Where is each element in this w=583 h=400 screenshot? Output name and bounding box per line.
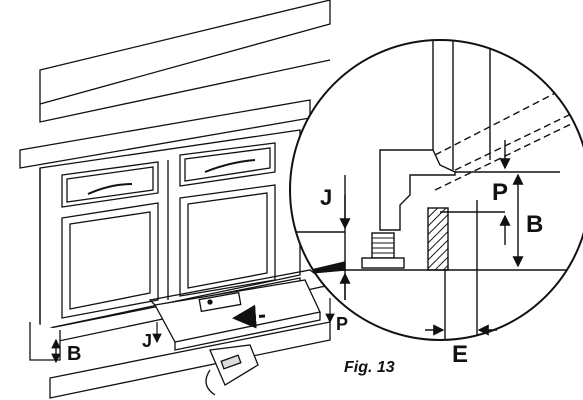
drawer-left [61,161,159,208]
label-P-detail: P [492,179,508,206]
label-J-main: J [142,331,152,351]
detail-magnifier [289,39,583,341]
label-P-main: P [336,314,348,334]
main-dimensions [51,298,335,364]
figure-caption: Fig. 13 [344,359,395,376]
cabinet-side [379,149,456,231]
label-J-detail: J [320,185,332,210]
door-left [61,202,159,319]
push-arrow [232,304,266,329]
cabinet-drawing [19,0,332,399]
label-E-detail: E [452,341,468,368]
drawer-handle-left [87,183,133,195]
countertop [39,0,331,105]
door-right [179,184,276,297]
plinth-hatched [427,207,449,271]
kick-panel [49,321,331,399]
countertop-edge [39,59,331,123]
drawer-handle-right [204,159,256,173]
drawer-right [179,142,276,187]
label-B-main: B [67,343,81,365]
label-B-detail: B [526,211,543,238]
remote-device-icon [205,344,259,396]
detail-dimensions [339,140,524,336]
appliance-vent [198,291,242,313]
